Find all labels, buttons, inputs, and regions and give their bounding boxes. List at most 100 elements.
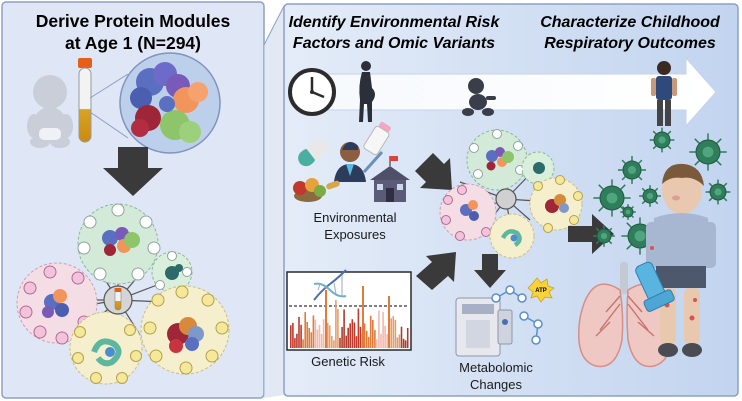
manhattan-bar [316,329,319,348]
mass-spectrometer-icon [455,297,513,357]
manhattan-bar [333,340,335,348]
manhattan-plot-icon [286,271,412,351]
omic-network-icon [439,129,583,259]
manhattan-bar [292,322,294,348]
manhattan-bar [328,325,331,348]
manhattan-bar [326,322,329,348]
manhattan-bar [322,319,325,348]
virus-particle [593,179,631,217]
manhattan-bar [341,326,343,348]
genetic-label: Genetic Risk [311,354,385,369]
manhattan-bar [396,337,399,348]
blood-tube-icon [78,58,92,143]
left-panel: Derive Protein Modules at Age 1 (N=294) [1,1,265,399]
inhaler-icon [635,261,675,312]
manhattan-bar [337,309,339,348]
manhattan-bar [398,334,401,348]
syringe-icon [362,150,384,174]
manhattan-bar [369,315,372,348]
manhattan-bar [339,337,341,348]
manhattan-bar [318,325,321,348]
manhattan-bar [406,328,409,348]
arrow-network-to-metabolomics [474,254,506,288]
virus-particle [593,225,615,247]
virus-particle [620,204,636,220]
manhattan-bar [296,333,298,348]
manhattan-bar [343,309,345,348]
protein-cluster-icon [89,52,221,154]
manhattan-bar [402,338,405,348]
left-title-line1: Derive Protein Modules [36,11,231,31]
manhattan-bar [372,320,374,348]
virus-particle [639,185,661,207]
heading-characterize-line1: Characterize Childhood [540,14,721,31]
manhattan-bar [314,319,317,348]
heading-identify-line1: Identify Environmental Risk [289,14,501,31]
down-arrow-icon [103,147,163,196]
protein-network-icon [16,203,230,385]
manhattan-bar [345,335,347,348]
manhattan-peak-bar [325,290,327,348]
manhattan-bar [310,332,313,348]
virus-icon [593,127,731,255]
left-title-line2: at Age 1 (N=294) [65,33,201,53]
atp-badge: ATP [527,277,555,303]
manhattan-bar [390,318,392,348]
manhattan-bar [349,323,351,348]
manhattan-bar [302,339,304,348]
arrow-network-to-outcomes [568,214,614,254]
virus-particle [649,127,675,153]
manhattan-bar [394,319,397,348]
manhattan-bar [294,338,296,348]
virus-particle [618,156,646,184]
manhattan-bar [312,315,315,348]
manhattan-bar [320,334,323,348]
timeline-arrow-icon [299,56,717,128]
baby-icon [27,75,73,148]
manhattan-bar [298,316,300,348]
virus-particle [689,133,727,171]
env-label-line1: Environmental [313,210,396,225]
sick-child-icon [646,163,716,357]
env-label-line2: Exposures [324,227,386,242]
manhattan-bar [378,310,380,348]
manhattan-bar [400,326,403,348]
manhattan-bar [308,328,310,348]
manhattan-bar [374,330,376,348]
school-icon [370,156,410,202]
manhattan-bars [290,286,409,348]
manhattan-bar [376,339,378,348]
molecule-icon [491,285,543,345]
arrow-genetic-to-network [416,252,456,290]
manhattan-bar [392,316,395,348]
manhattan-bar [331,336,333,348]
manhattan-bar [380,333,382,348]
manhattan-bar [404,340,407,348]
manhattan-bar [306,322,308,348]
right-panel: Identify Environmental Risk Factors and … [283,3,739,397]
manhattan-bar [353,322,356,348]
metab-label-line2: Changes [470,377,523,392]
heading-identify-line2: Factors and Omic Variants [293,35,495,52]
manhattan-bar [363,323,366,348]
arrow-env-to-network [415,153,452,190]
dna-icon [313,269,347,301]
manhattan-peak-bar [388,296,390,348]
food-icon [293,178,340,202]
virus-particle [705,179,731,205]
clock-icon [288,68,336,116]
toddler-icon [462,78,496,116]
pregnant-woman-icon [359,61,375,122]
heading-characterize-line2: Respiratory Outcomes [544,35,716,52]
child-icon [651,61,677,126]
manhattan-bar [351,319,354,348]
manhattan-bar [365,330,368,348]
manhattan-bar [386,334,388,348]
metab-label-line1: Metabolomic [459,360,533,375]
manhattan-bar [355,336,358,348]
manhattan-bar [367,336,370,348]
manhattan-bar [347,327,349,348]
manhattan-peak-bar [362,286,364,348]
manhattan-bar [357,308,360,348]
manhattan-bar [290,325,292,348]
